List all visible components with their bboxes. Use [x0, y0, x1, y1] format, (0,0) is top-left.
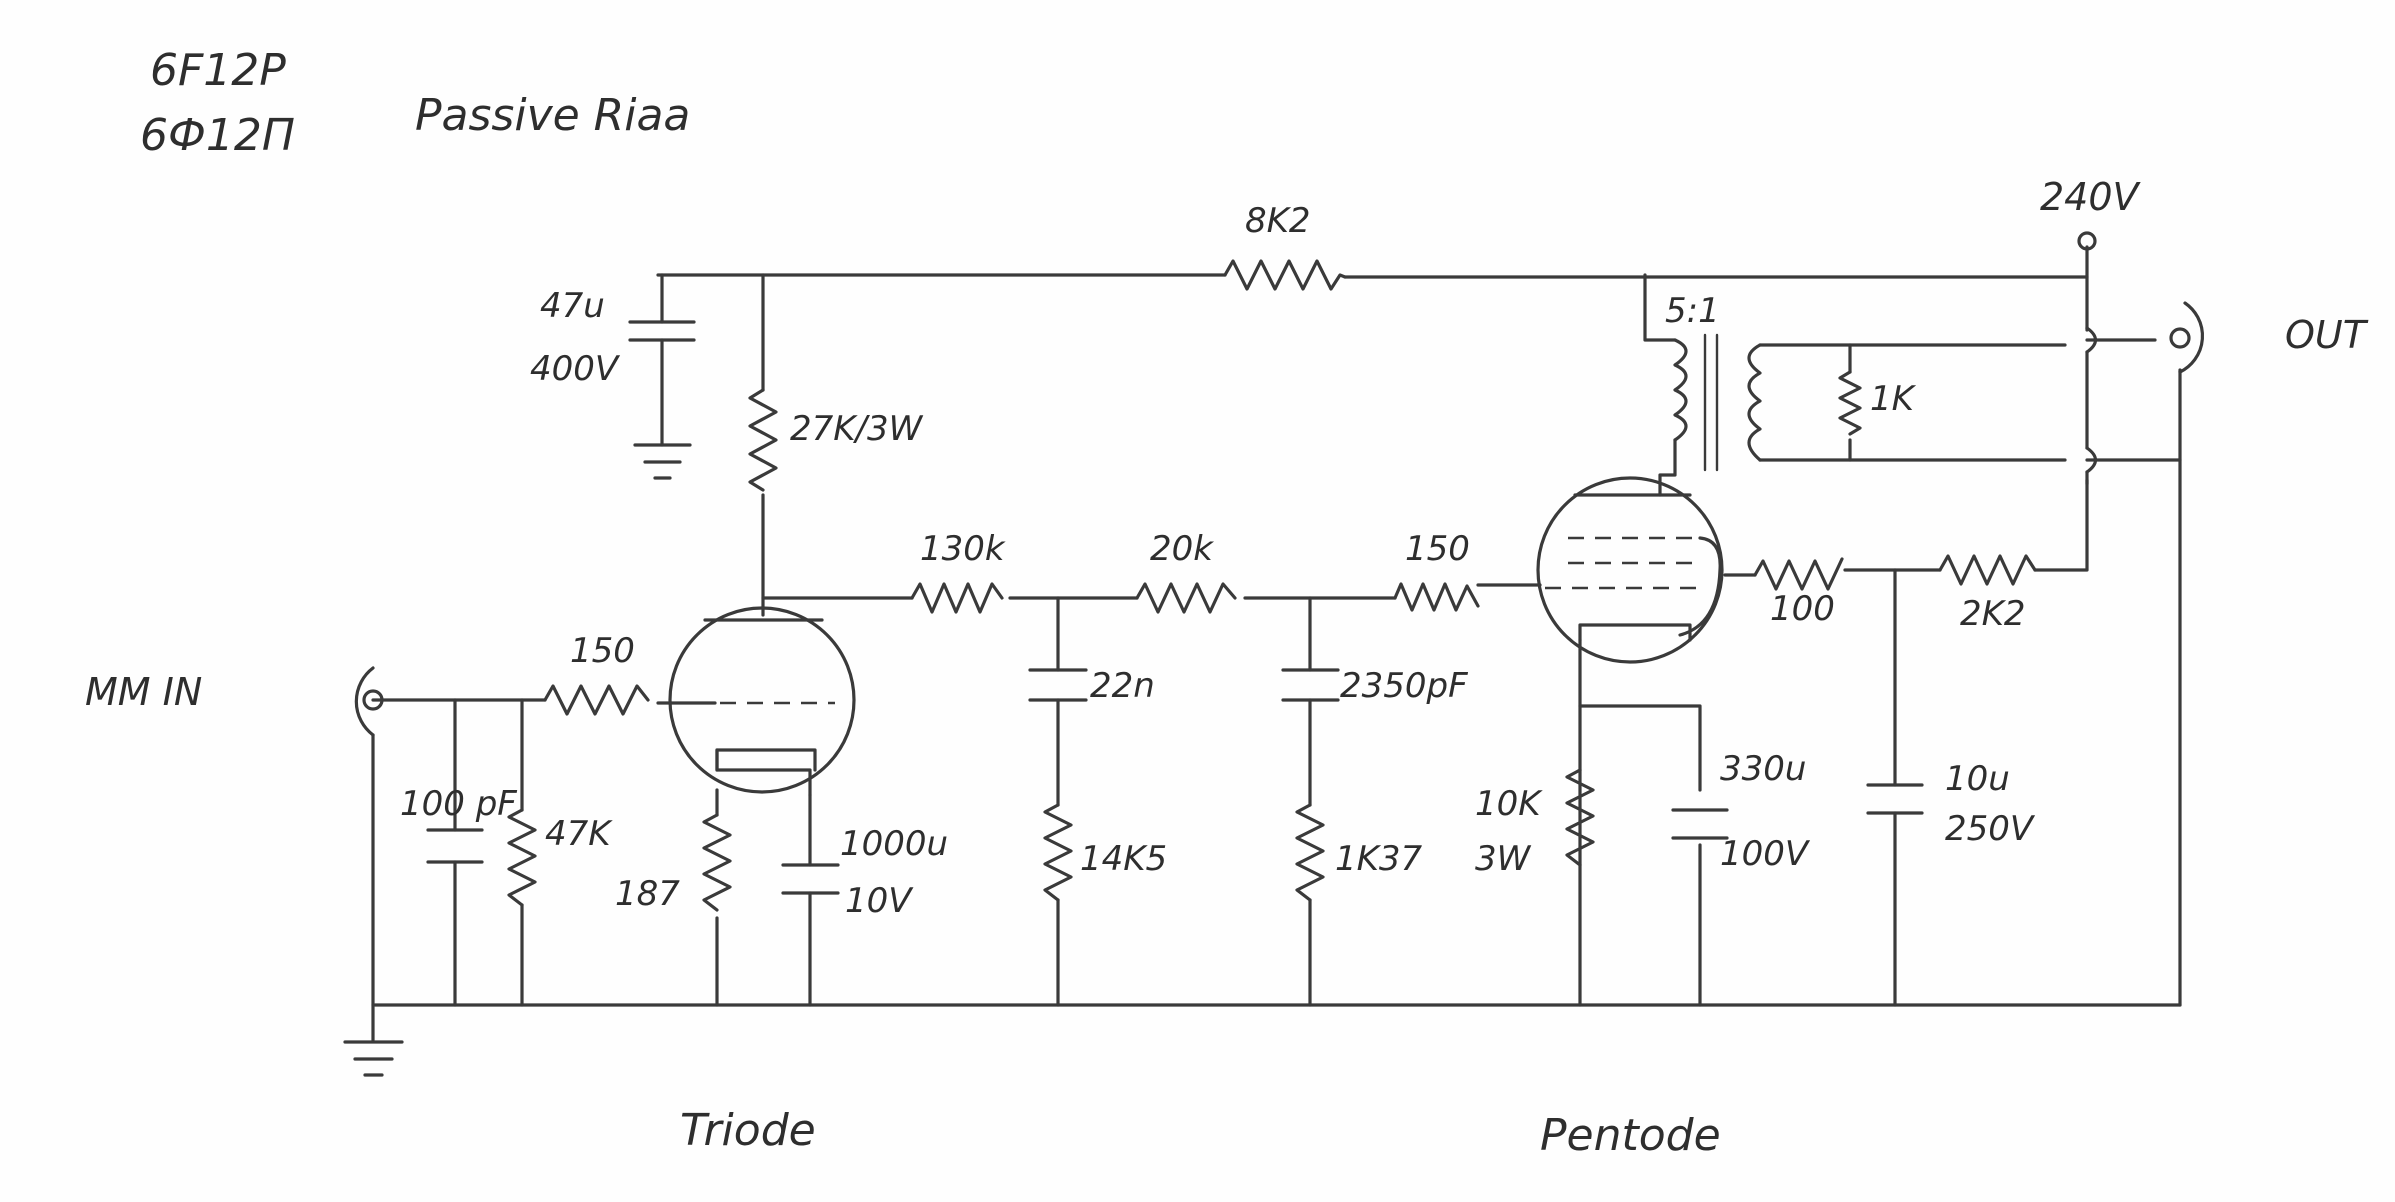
label-10k: 10K: [1475, 784, 1543, 824]
label-47k: 47K: [545, 814, 613, 854]
resistor-100-screen: [1753, 557, 1844, 591]
resistor-47k: [507, 808, 537, 907]
resistor-10k-3w: [1565, 768, 1595, 867]
pentode-envelope: [1536, 476, 1724, 664]
primary-bottom-lead: [1658, 438, 1677, 497]
triode-cathode: [715, 748, 817, 772]
triode-envelope: [668, 606, 856, 794]
label-20k: 20k: [1150, 529, 1214, 569]
crossover-2: [2085, 446, 2098, 474]
resistor-14k5: [1043, 803, 1073, 902]
label-2k2: 2K2: [1960, 594, 2026, 634]
capacitor-1000u: [781, 863, 840, 895]
pentode-tube: [1536, 476, 1724, 664]
resistor-150-input: [543, 684, 650, 716]
label-1k: 1K: [1870, 379, 1917, 419]
primary-top-lead: [1643, 273, 1677, 342]
title-tube-latin: 6F12P: [150, 45, 286, 96]
connectors: [354, 231, 2204, 737]
resistor-27k: [748, 388, 778, 492]
resistor-187: [702, 813, 732, 912]
label-150-input: 150: [570, 631, 635, 671]
resistor-8k2: [1223, 259, 1347, 291]
label-1k37: 1K37: [1335, 839, 1423, 879]
label-1000u: 1000u: [840, 824, 948, 864]
label-3w: 3W: [1475, 839, 1532, 879]
pentode-ck-top: [1578, 704, 1702, 792]
label-187: 187: [615, 874, 680, 914]
label-22n: 22n: [1090, 666, 1155, 706]
resistor-130k: [910, 582, 1004, 614]
label-8k2: 8K2: [1245, 201, 1311, 241]
title-subtitle: Passive Riaa: [415, 90, 690, 141]
screen-dropper-to-bplus: [2033, 478, 2089, 572]
labels: 6F12P 6Ф12П Passive Riaa 240V MM IN OUT …: [85, 45, 2369, 1161]
capacitors: [426, 320, 1924, 895]
label-47u: 47u: [540, 286, 605, 326]
label-330u: 330u: [1720, 749, 1806, 789]
label-250v: 250V: [1945, 809, 2036, 849]
resistor-2k2: [1938, 554, 2037, 586]
output-transformer: [1673, 333, 1762, 472]
resistor-1k-secondary: [1838, 370, 1862, 436]
capacitor-330u: [1671, 808, 1729, 840]
triode-tube: [668, 606, 856, 794]
ground-symbol-filter: [633, 443, 692, 480]
label-10u: 10u: [1945, 759, 2010, 799]
transformer-primary: [1673, 338, 1688, 442]
label-100: 100: [1770, 589, 1835, 629]
bplus-label: 240V: [2040, 175, 2142, 219]
capacitor-100pf: [426, 828, 484, 864]
label-400v: 400V: [530, 349, 621, 389]
wires: [371, 245, 2182, 1042]
stage-label-pentode: Pentode: [1540, 1110, 1721, 1161]
resistor-1k37: [1295, 803, 1325, 902]
resistors: [507, 259, 2037, 912]
label-130k: 130k: [920, 529, 1006, 569]
label-2350pf: 2350pF: [1340, 666, 1468, 706]
pentode-suppressor-link: [1678, 536, 1722, 637]
bplus-terminal: [2077, 231, 2097, 251]
label-10v: 10V: [845, 881, 914, 921]
stage-label-triode: Triode: [680, 1105, 816, 1156]
label-100pf: 100 pF: [400, 784, 517, 824]
ground-symbols: [343, 443, 692, 1077]
capacitor-2350pf: [1281, 668, 1340, 702]
resistor-20k: [1135, 582, 1237, 614]
output-jack-pin: [2169, 327, 2191, 349]
label-100v: 100V: [1720, 834, 1811, 874]
transformer-secondary: [1747, 343, 1762, 462]
output-label: OUT: [2285, 313, 2369, 357]
capacitor-47u: [628, 320, 696, 342]
input-label: MM IN: [85, 670, 202, 714]
label-transformer-ratio: 5:1: [1665, 291, 1720, 331]
crossover-1: [2085, 326, 2098, 354]
label-14k5: 14K5: [1080, 839, 1167, 879]
resistor-150-pentode: [1393, 582, 1480, 612]
input-jack-pin: [362, 689, 384, 711]
label-150-pentode: 150: [1405, 529, 1470, 569]
transformer-core: [1703, 333, 1719, 472]
input-jack-shell: [354, 666, 375, 737]
output-jack-shell: [2178, 301, 2204, 374]
pentode-cathode: [1578, 623, 1692, 642]
title-tube-cyrillic: 6Ф12П: [140, 110, 295, 161]
capacitor-22n: [1028, 668, 1088, 702]
ground-symbol-main: [343, 1040, 404, 1077]
capacitor-10u: [1866, 783, 1924, 815]
label-27k-3w: 27K/3W: [790, 409, 924, 449]
